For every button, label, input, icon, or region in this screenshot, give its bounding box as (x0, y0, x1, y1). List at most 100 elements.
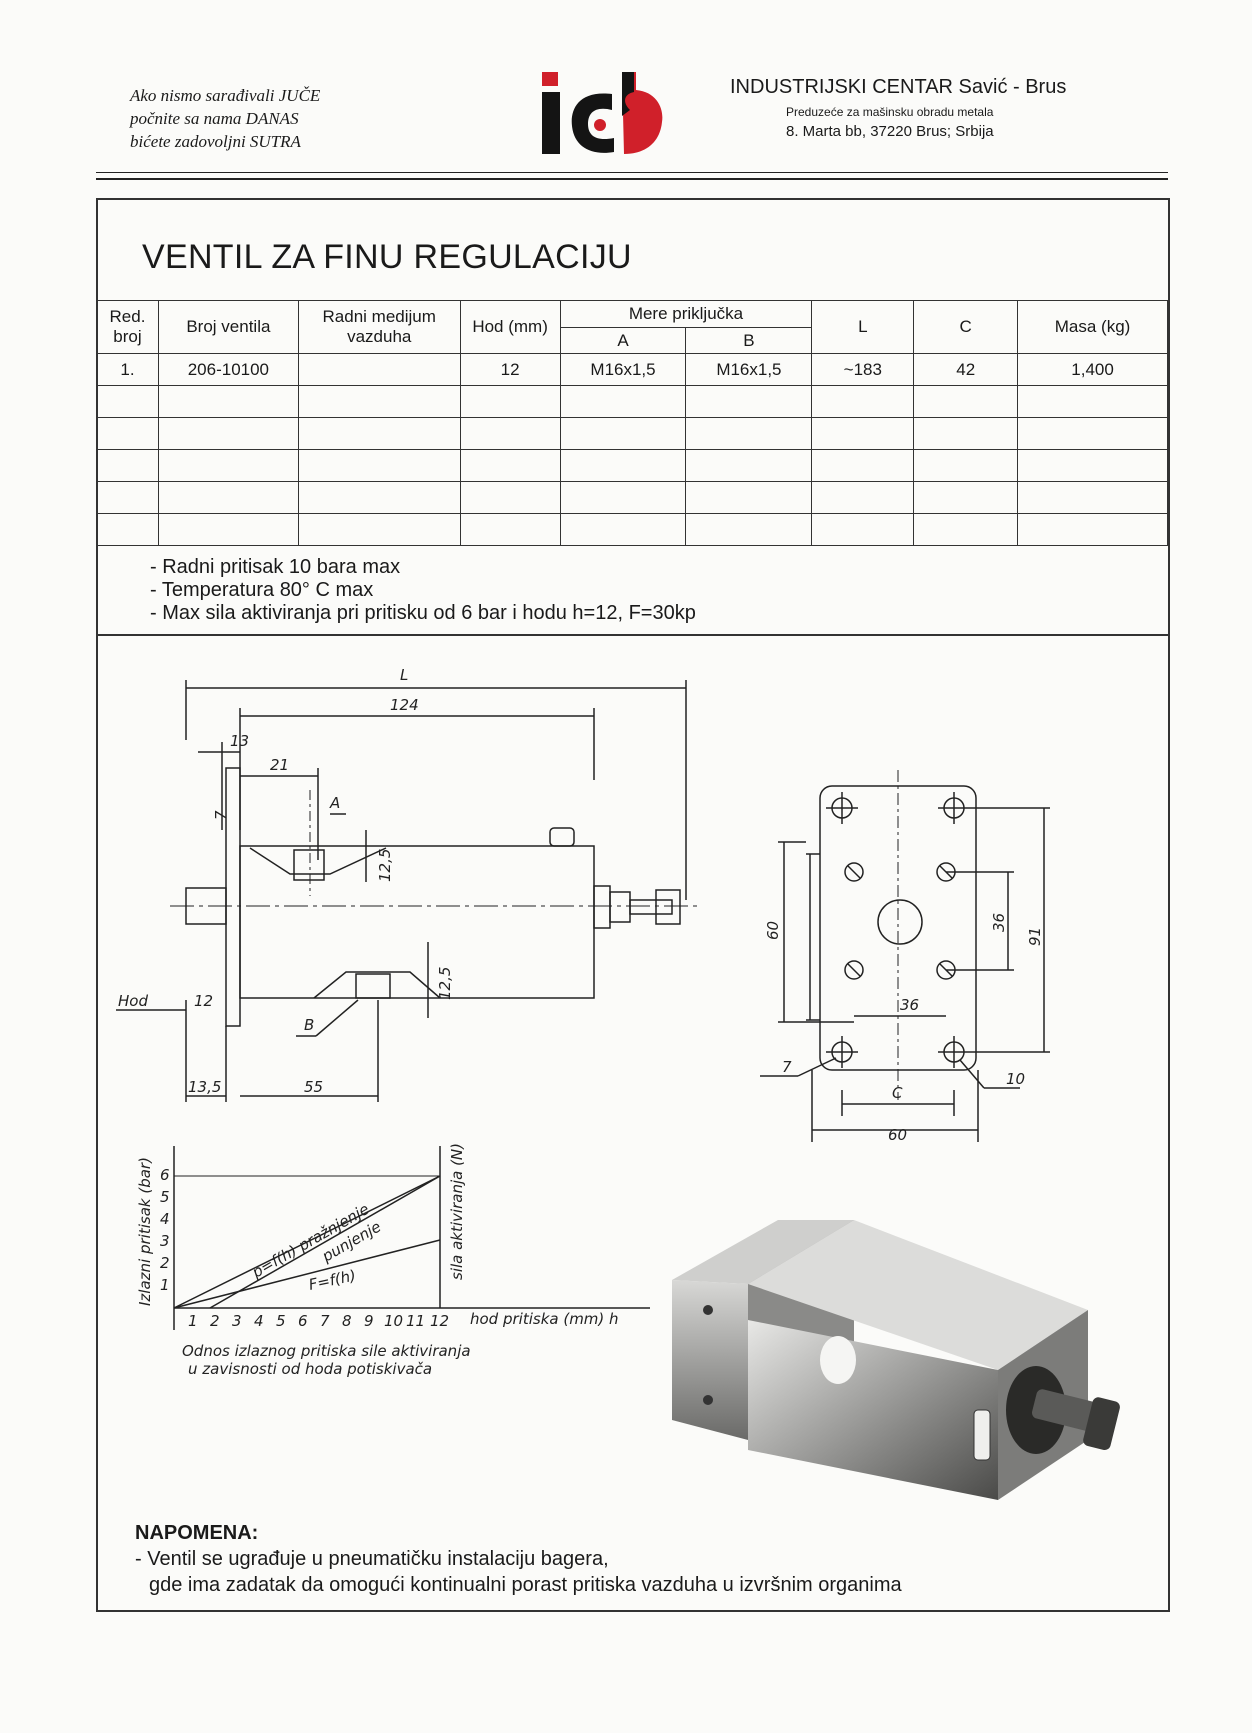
svg-text:6: 6 (298, 1312, 308, 1330)
svg-text:5: 5 (160, 1188, 170, 1206)
dim-C: C (892, 1084, 903, 1102)
svg-text:9: 9 (364, 1312, 374, 1330)
dim-10: 10 (1006, 1070, 1025, 1088)
label-hod: Hod (118, 992, 148, 1010)
dim-13: 13 (230, 732, 249, 750)
company-subtitle: Preduzeće za mašinsku obradu metala (786, 105, 994, 119)
dim-55: 55 (304, 1078, 323, 1096)
cell-a: M16x1,5 (559, 353, 687, 386)
svg-text:6: 6 (160, 1166, 170, 1184)
dim-60-v: 60 (764, 921, 782, 940)
napomena-line: gde ima zadatak da omogući kontinualni p… (149, 1574, 902, 1596)
svg-text:2: 2 (160, 1254, 170, 1272)
graph-y2-label: sila aktiviranja (N) (448, 1143, 466, 1280)
dim-36-h: 36 (900, 996, 919, 1014)
cell-broj: 206-10100 (157, 353, 299, 386)
curve-force (173, 1239, 441, 1309)
header-divider (96, 178, 1168, 180)
dim-7-hole: 7 (782, 1058, 792, 1076)
company-name: INDUSTRIJSKI CENTAR Savić - Brus (730, 76, 1067, 98)
front-view-drawing: 60 36 91 36 7 10 C 60 (760, 770, 1050, 1144)
graph-y-label: Izlazni pritisak (bar) (136, 1157, 154, 1306)
x-tick-labels: 1 2 3 4 5 6 7 8 9 10 11 12 (188, 1312, 449, 1330)
header-red-broj: Red. broj (96, 300, 159, 354)
label-B: B (304, 1016, 314, 1034)
curve-punjenje (209, 1175, 441, 1309)
dim-21: 21 (270, 756, 289, 774)
technical-notes: - Radni pritisak 10 bara max - Temperatu… (150, 556, 696, 625)
svg-text:4: 4 (254, 1312, 264, 1330)
header-masa: Masa (kg) (1017, 300, 1168, 354)
graph-x-label: hod pritiska (mm) h (470, 1310, 619, 1328)
note-line: - Temperatura 80° C max (150, 579, 374, 601)
product-photo (672, 1220, 1120, 1500)
note-line: - Radni pritisak 10 bara max (150, 556, 401, 578)
spec-table: Red. broj Broj ventila Radni medijum vaz… (96, 300, 1168, 546)
cell-red: 1. (96, 353, 159, 386)
table-row-empty (96, 385, 1168, 418)
svg-text:1: 1 (188, 1312, 198, 1330)
napomena-line: - Ventil se ugrađuje u pneumatičku insta… (135, 1548, 609, 1570)
svg-text:2: 2 (210, 1312, 220, 1330)
ics-logo: ics (542, 72, 663, 154)
header-radni-medijum: Radni medijum vazduha (297, 300, 461, 354)
svg-text:8: 8 (342, 1312, 352, 1330)
cell-c: 42 (913, 353, 1019, 386)
dim-12: 12 (194, 992, 213, 1010)
header-broj-ventila: Broj ventila (157, 300, 299, 354)
dim-L: L (400, 666, 408, 684)
company-slogan: Ako nismo sarađivali JUČE počnite sa nam… (130, 84, 320, 153)
dim-7: 7 (212, 810, 230, 820)
note-line: - Max sila aktiviranja pri pritisku od 6… (150, 602, 696, 624)
document-frame (96, 198, 1170, 1612)
table-row: 1. 206-10100 12 M16x1,5 M16x1,5 ~183 42 … (96, 353, 1168, 386)
curve-label-force: F=f(h) (307, 1266, 357, 1294)
dim-91: 91 (1026, 927, 1044, 946)
dim-12-5-b: 12,5 (436, 967, 454, 1000)
svg-text:7: 7 (320, 1312, 330, 1330)
svg-text:4: 4 (160, 1210, 170, 1228)
svg-text:1: 1 (160, 1276, 170, 1294)
napomena-divider (96, 1498, 1168, 1499)
curve-praznjenje (173, 1175, 441, 1309)
svg-text:3: 3 (232, 1312, 242, 1330)
header-c: C (913, 300, 1019, 354)
slogan-line: Ako nismo sarađivali JUČE (130, 86, 321, 105)
slogan-line: počnite sa nama DANAS (130, 109, 299, 128)
graph-caption-line: u zavisnosti od hoda potiskivača (188, 1360, 432, 1378)
table-row-empty (96, 449, 1168, 482)
napomena-heading: NAPOMENA: (135, 1522, 259, 1544)
dim-13-5: 13,5 (188, 1078, 221, 1096)
label-A: A (329, 794, 340, 812)
dim-36-v: 36 (990, 913, 1008, 932)
header-hod: Hod (mm) (459, 300, 561, 354)
cell-hod: 12 (459, 353, 561, 386)
svg-text:3: 3 (160, 1232, 170, 1250)
header-divider (96, 172, 1168, 173)
cell-masa: 1,400 (1017, 353, 1168, 386)
graph-caption-line: Odnos izlaznog pritiska sile aktiviranja (182, 1342, 471, 1360)
header-a: A (559, 327, 687, 354)
header-l: L (811, 300, 915, 354)
document-title: VENTIL ZA FINU REGULACIJU (142, 238, 632, 276)
company-address: 8. Marta bb, 37220 Brus; Srbija (786, 123, 994, 140)
svg-text:10: 10 (384, 1312, 403, 1330)
svg-text:11: 11 (406, 1312, 425, 1330)
napomena-section: NAPOMENA: - Ventil se ugrađuje u pneumat… (135, 1520, 902, 1598)
dim-124: 124 (390, 696, 419, 714)
svg-text:5: 5 (276, 1312, 286, 1330)
header-mere: Mere priključka (559, 300, 813, 328)
side-view-drawing: L 124 13 21 7 A 12,5 12,5 B Hod 12 13,5 … (116, 666, 700, 1102)
cell-medijum (297, 353, 461, 386)
company-info: INDUSTRIJSKI CENTAR Savić - Brus Preduze… (730, 76, 1070, 140)
table-row-empty (96, 481, 1168, 514)
dim-12-5-a: 12,5 (376, 849, 394, 882)
cell-b: M16x1,5 (685, 353, 813, 386)
pressure-graph: Izlazni pritisak (bar) sila aktiviranja … (136, 1143, 650, 1378)
table-row-empty (96, 513, 1168, 546)
slogan-line: bićete zadovoljni SUTRA (130, 132, 301, 151)
notes-divider (96, 634, 1168, 636)
cell-l: ~183 (811, 353, 915, 386)
svg-text:12: 12 (430, 1312, 449, 1330)
table-row-empty (96, 417, 1168, 450)
